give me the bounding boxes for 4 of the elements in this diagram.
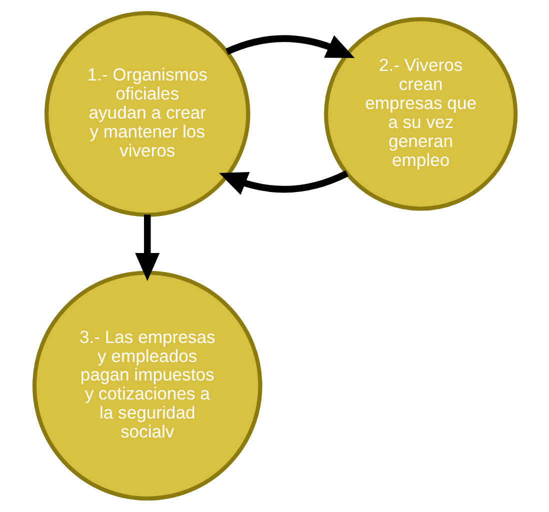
node-circle: 3.- Las empresas y empleados pagan impuestos y cotizaciones a la seguridad socialv <box>32 270 262 501</box>
arrow <box>225 35 354 58</box>
arrow <box>218 170 348 195</box>
arrow <box>134 214 160 282</box>
